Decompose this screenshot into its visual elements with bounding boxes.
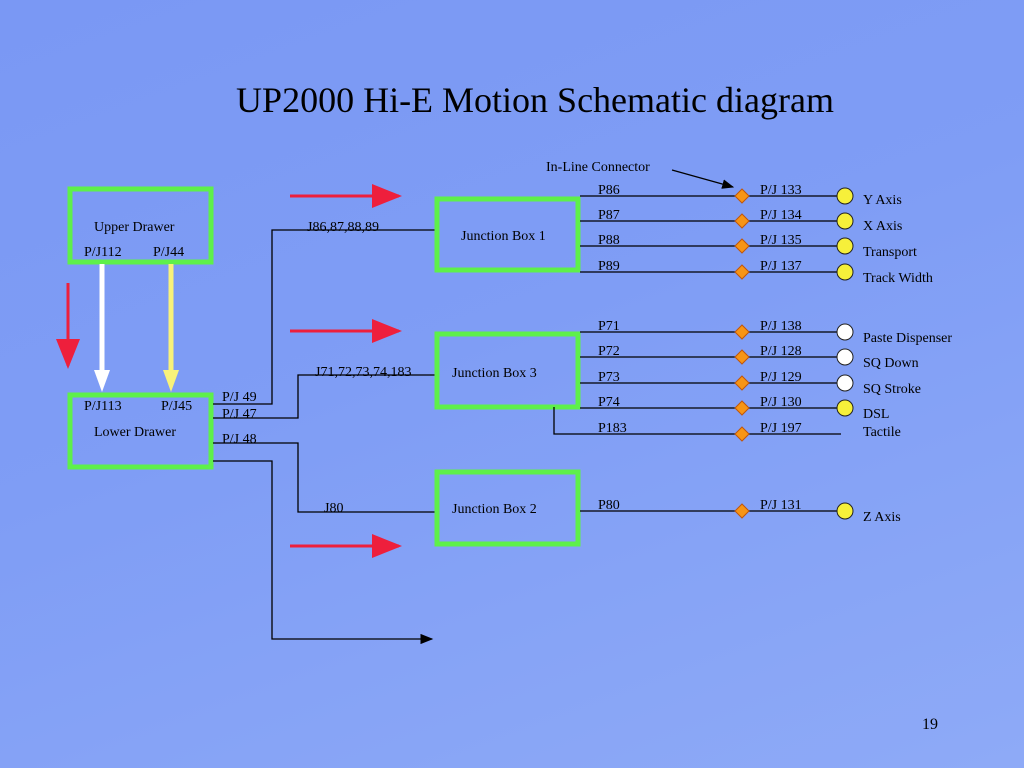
- connection-2-axis-label: Transport: [863, 245, 917, 260]
- connection-7-indicator-lamp: [836, 399, 854, 417]
- connection-3-indicator-lamp: [836, 263, 854, 281]
- jb3-tactile-tap: [553, 407, 580, 435]
- wire-to-jb3: [213, 374, 437, 419]
- connection-4-indicator-lamp: [836, 323, 854, 341]
- connection-1-axis-label: X Axis: [863, 219, 902, 234]
- upper-drawer-port-right: P/J44: [153, 245, 184, 260]
- connection-6-axis-label: SQ Stroke: [863, 382, 921, 397]
- connection-2-connector-diamond: [734, 238, 750, 254]
- connection-0-jack-label: P/J 133: [760, 183, 802, 198]
- junction-box-3: Junction Box 3: [434, 331, 581, 410]
- junction-box-3-label: Junction Box 3: [452, 366, 537, 381]
- connection-4-plug-label: P71: [598, 319, 620, 334]
- inline-connector-pointer: [671, 169, 735, 189]
- connection-3-jack-label: P/J 137: [760, 259, 802, 274]
- upper-drawer-label: Upper Drawer: [94, 220, 175, 235]
- lower-output-pj47: P/J 47: [222, 407, 257, 422]
- connection-9-plug-label: P80: [598, 498, 620, 513]
- connection-0-plug-label: P86: [598, 183, 620, 198]
- yellow-down-arrowhead: [163, 370, 179, 392]
- lower-drawer-port-left: P/J113: [84, 399, 122, 414]
- connection-1-connector-diamond: [734, 213, 750, 229]
- connection-9-axis-label: Z Axis: [863, 510, 901, 525]
- page-number: 19: [922, 716, 938, 733]
- connection-9-connector-diamond: [734, 503, 750, 519]
- connection-4-connector-diamond: [734, 324, 750, 340]
- connection-3-axis-label: Track Width: [863, 271, 933, 286]
- connection-3-connector-diamond: [734, 264, 750, 280]
- connection-6-jack-label: P/J 129: [760, 370, 802, 385]
- connection-7-plug-label: P74: [598, 395, 620, 410]
- junction-box-1: Junction Box 1: [434, 196, 581, 273]
- connection-0-indicator-lamp: [836, 187, 854, 205]
- junction-box-2-frame: [434, 469, 581, 547]
- connection-1-indicator-lamp: [836, 212, 854, 230]
- connection-5-jack-label: P/J 128: [760, 344, 802, 359]
- connection-8-connector-diamond: [734, 426, 750, 442]
- junction-box-2: Junction Box 2: [434, 469, 581, 547]
- wire-to-jb2: [213, 442, 437, 513]
- upper-drawer-frame: [67, 186, 214, 265]
- connection-7-connector-diamond: [734, 400, 750, 416]
- connection-2-indicator-lamp: [836, 237, 854, 255]
- connection-0-connector-diamond: [734, 188, 750, 204]
- wire-to-jb1: [213, 229, 437, 405]
- connection-2-jack-label: P/J 135: [760, 233, 802, 248]
- lower-drawer-box: P/J113 P/J45 Lower Drawer: [67, 392, 214, 470]
- connection-3-plug-label: P89: [598, 259, 620, 274]
- white-down-arrowhead: [94, 370, 110, 392]
- connection-7-jack-label: P/J 130: [760, 395, 802, 410]
- junction-box-2-label: Junction Box 2: [452, 502, 537, 517]
- connection-5-plug-label: P72: [598, 344, 620, 359]
- connection-6-connector-diamond: [734, 375, 750, 391]
- lower-drawer-frame: [67, 392, 214, 470]
- lower-output-pj48: P/J 48: [222, 432, 257, 447]
- connection-9-indicator-lamp: [836, 502, 854, 520]
- connection-4-jack-label: P/J 138: [760, 319, 802, 334]
- lower-drawer-port-right: P/J45: [161, 399, 192, 414]
- junction-box-1-frame: [434, 196, 581, 273]
- connection-6-plug-label: P73: [598, 370, 620, 385]
- connection-2-plug-label: P88: [598, 233, 620, 248]
- connection-6-indicator-lamp: [836, 374, 854, 392]
- upper-drawer-box: Upper Drawer P/J112 P/J44: [67, 186, 214, 265]
- bus-label-jb1: J86,87,88,89: [307, 220, 379, 235]
- connection-8-axis-label: Tactile: [863, 425, 901, 440]
- connection-5-connector-diamond: [734, 349, 750, 365]
- connection-8-jack-label: P/J 197: [760, 421, 802, 436]
- wire-to-exit: [213, 460, 434, 645]
- junction-box-3-frame: [434, 331, 581, 410]
- inline-connector-callout: In-Line Connector: [546, 160, 650, 175]
- upper-drawer-port-left: P/J112: [84, 245, 122, 260]
- connection-0-axis-label: Y Axis: [863, 193, 902, 208]
- lower-output-pj49: P/J 49: [222, 390, 257, 405]
- connection-7-axis-label: DSL: [863, 407, 889, 422]
- junction-box-1-label: Junction Box 1: [461, 229, 546, 244]
- connection-1-jack-label: P/J 134: [760, 208, 802, 223]
- connection-9-jack-label: P/J 131: [760, 498, 802, 513]
- connection-5-indicator-lamp: [836, 348, 854, 366]
- bus-label-jb2: J80: [324, 501, 343, 516]
- bus-label-jb3: J71,72,73,74,183: [315, 365, 411, 380]
- connection-5-axis-label: SQ Down: [863, 356, 919, 371]
- connection-8-plug-label: P183: [598, 421, 627, 436]
- connection-4-axis-label: Paste Dispenser: [863, 331, 952, 346]
- slide-title: UP2000 Hi-E Motion Schematic diagram: [236, 80, 834, 120]
- lower-drawer-wiring: [213, 229, 437, 645]
- connection-1-plug-label: P87: [598, 208, 620, 223]
- lower-drawer-label: Lower Drawer: [94, 425, 176, 440]
